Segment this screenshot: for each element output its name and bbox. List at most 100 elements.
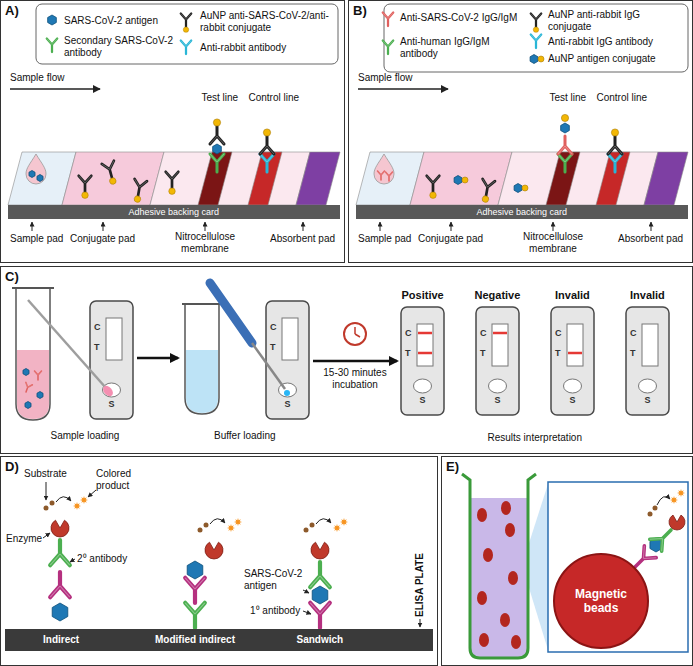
- annotation-label: Test line: [550, 92, 587, 104]
- annotation-label: Test line: [202, 92, 239, 104]
- panel-letter: B): [353, 3, 367, 19]
- clock-face: [344, 323, 366, 345]
- panel-letter: C): [5, 269, 19, 285]
- antibody-icon: [558, 136, 572, 154]
- conjugate-pad: [410, 152, 512, 205]
- substrate-dot: [44, 506, 49, 511]
- antigen-hexagon: [29, 171, 35, 178]
- process-arrow: [313, 360, 397, 363]
- sample-well: [489, 379, 507, 393]
- process-arrow: [137, 357, 178, 360]
- zoom-box: [548, 482, 688, 652]
- test-cassette: PositiveCTS: [400, 306, 445, 416]
- antibody-highlight: [35, 371, 42, 375]
- antibody-icon: [102, 161, 120, 186]
- cassette-letter: T: [555, 348, 561, 359]
- legend-text: AuNP antigen conjugate: [548, 53, 656, 65]
- cassette-letter: T: [405, 348, 411, 359]
- result-heading: Invalid: [630, 289, 665, 302]
- sample-liquid: [17, 350, 49, 419]
- panel-letter: A): [5, 3, 19, 19]
- enzyme-symbol: [51, 520, 69, 537]
- antibody-highlight: [427, 176, 440, 183]
- antibody-arms: [210, 126, 224, 144]
- annotation-label: Absorbent pad: [270, 233, 335, 245]
- antigen-hexagon: [187, 561, 203, 579]
- sample-well: [639, 379, 657, 393]
- step-label: Buffer loading: [214, 430, 276, 442]
- backing-card: Adhesive backing card: [356, 205, 688, 219]
- antibody-arms: [35, 371, 42, 380]
- result-band: [418, 332, 432, 335]
- tube-rim: [12, 287, 54, 289]
- elisa-plate: IndirectModified indirectSandwich: [5, 629, 433, 651]
- antibody-highlight: [210, 136, 224, 144]
- antibody-icon: [558, 154, 572, 172]
- magnetic-bead-assay: [462, 474, 688, 658]
- antibody-arms: [608, 154, 622, 172]
- swab-stick: [28, 300, 106, 388]
- antibody-icon: [608, 154, 622, 172]
- substrate-dot: [310, 523, 315, 528]
- cassette-letter: C: [630, 328, 637, 339]
- gold-nanoparticle: [109, 177, 117, 185]
- bead-in-well: [479, 633, 489, 647]
- antibody-arms: [558, 154, 572, 172]
- elisa-formats: [43, 482, 420, 628]
- antibody-icon: [427, 176, 440, 199]
- leader-arrow: [358, 88, 448, 90]
- pipette-tip: [252, 343, 285, 389]
- result-heading: Positive: [402, 289, 444, 302]
- edge-label: 15-30 minutes incubation: [323, 367, 387, 391]
- reaction-arrow: [56, 497, 71, 502]
- antibody-highlight: [50, 554, 70, 565]
- bead-in-well: [477, 591, 487, 605]
- lateral-flow-strip: [8, 89, 340, 231]
- sample-well: [564, 379, 582, 393]
- annotation-label: Absorbent pad: [618, 233, 683, 245]
- cassette-letter: S: [109, 399, 115, 410]
- antibody-arms: [608, 136, 622, 154]
- antibody-highlight: [210, 154, 224, 162]
- annotation-label: Sample flow: [358, 72, 412, 84]
- leader-arrow: [451, 222, 452, 231]
- bead-in-well: [483, 548, 493, 562]
- antibody-arms: [310, 562, 330, 587]
- gold-nanoparticle: [213, 119, 220, 126]
- buffer-drop: [284, 390, 290, 396]
- leader-arrow: [553, 222, 554, 231]
- leader-arrow: [205, 222, 206, 231]
- gold-nanoparticle: [482, 195, 490, 203]
- test-cassette: InvalidCTS: [625, 306, 670, 416]
- antibody-icon: [260, 129, 274, 154]
- sample-well: [414, 379, 432, 393]
- legend-text: Anti-rabbit antibody: [200, 42, 286, 54]
- test-procedure: [12, 288, 366, 420]
- lateral-flow-strip: [356, 89, 688, 231]
- card-label: Adhesive backing card: [129, 207, 220, 218]
- gold-nanoparticle: [611, 129, 618, 136]
- antibody-arms: [558, 136, 572, 154]
- antibody-icon: [47, 39, 58, 53]
- cassette-letter: S: [285, 399, 291, 410]
- annotation-label: Colored product: [96, 468, 144, 492]
- antibody-highlight: [650, 533, 669, 552]
- antibody-icon: [35, 371, 42, 380]
- antibody-icon: [383, 13, 394, 27]
- enzyme-symbol: [205, 542, 223, 559]
- antibody-highlight: [378, 171, 385, 175]
- legend-text: AuNP anti-SARS-CoV-2/anti-rabbit conjuga…: [200, 10, 336, 34]
- backing-card: Adhesive backing card: [8, 205, 340, 219]
- annotation-label: Sample pad: [358, 233, 411, 245]
- legend-box: [384, 4, 688, 72]
- reaction-arrow: [316, 519, 331, 524]
- bead-in-well: [501, 501, 511, 515]
- assay-label: Modified indirect: [155, 634, 235, 646]
- gold-nanoparticle: [462, 177, 468, 183]
- antibody-icon: [531, 35, 542, 49]
- antibody-icon: [166, 172, 179, 195]
- result-window: [567, 324, 583, 366]
